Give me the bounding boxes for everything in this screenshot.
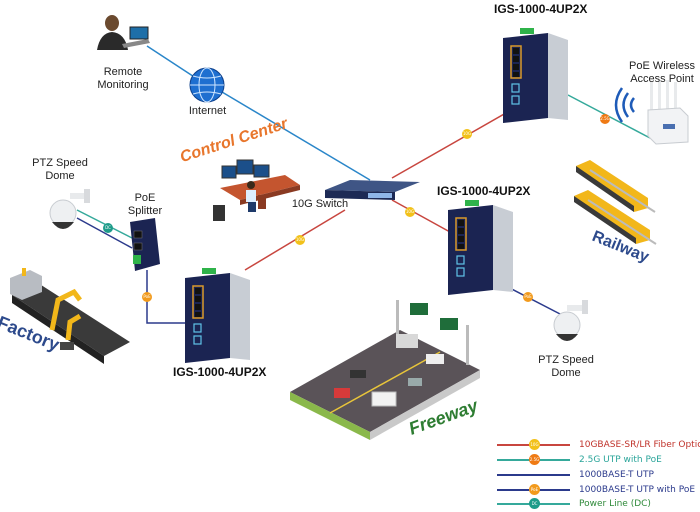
railway-scene-image bbox=[574, 160, 657, 245]
link-splitter-igs-bottom bbox=[146, 270, 185, 324]
igs-middle-device bbox=[448, 200, 513, 295]
igs-bottom-device bbox=[185, 268, 250, 363]
10g-switch-label: 10G Switch bbox=[291, 198, 349, 210]
legend-badge-dc: DC bbox=[529, 498, 540, 509]
igs-top-model-label: IGS-1000-4UP2X bbox=[494, 2, 588, 16]
legend-text-dc: Power Line (DC) bbox=[579, 499, 651, 509]
badge-fiber-switch-igs-bottom: 10G bbox=[295, 235, 305, 245]
ptz-left-label: PTZ Speed Dome bbox=[32, 157, 88, 182]
link-internet-switch bbox=[221, 91, 371, 181]
wifi-signal-icon bbox=[614, 87, 635, 123]
legend-badge-fiber: 10G bbox=[529, 439, 540, 450]
igs-middle-model-label: IGS-1000-4UP2X bbox=[437, 184, 531, 198]
factory-scene-image bbox=[10, 268, 130, 364]
wireless-access-point-device bbox=[647, 80, 689, 145]
10g-switch-device bbox=[325, 180, 420, 200]
badge-fiber-switch-igs-top: 10G bbox=[462, 129, 472, 139]
legend-badge-poe: PoE bbox=[529, 484, 540, 495]
badge-utp25-igs-top-ap: 2.5G bbox=[600, 114, 610, 124]
badge-fiber-switch-igs-middle: 10G bbox=[405, 207, 415, 217]
legend-item-fiber: 10G 10GBASE-SR/LR Fiber Optic bbox=[497, 438, 700, 452]
link-switch-igs-top bbox=[391, 104, 521, 179]
legend-text-fiber: 10GBASE-SR/LR Fiber Optic bbox=[579, 440, 700, 450]
legend-line-utp bbox=[497, 474, 570, 476]
poe-splitter-label: PoE Splitter bbox=[127, 192, 163, 217]
igs-bottom-model-label: IGS-1000-4UP2X bbox=[173, 365, 267, 379]
badge-poe-splitter-igs-bottom: PoE bbox=[142, 292, 152, 302]
igs-top-device bbox=[503, 28, 568, 123]
freeway-scene-image bbox=[290, 300, 480, 440]
internet-globe-icon bbox=[189, 67, 225, 103]
legend-item-utp: 1000BASE-T UTP bbox=[497, 468, 700, 482]
legend-text-utp: 1000BASE-T UTP bbox=[579, 470, 654, 480]
control-center-workstation-icon bbox=[213, 159, 300, 221]
poe-wireless-ap-label: PoE Wireless Access Point bbox=[628, 60, 696, 85]
poe-splitter-device bbox=[130, 218, 160, 271]
legend-item-utp-poe: PoE 1000BASE-T UTP with PoE bbox=[497, 483, 700, 497]
ptz-camera-right-device bbox=[553, 300, 588, 341]
link-switch-igs-middle bbox=[391, 199, 451, 233]
badge-poe-igs-middle-ptz: PoE bbox=[523, 292, 533, 302]
legend-item-dc: DC Power Line (DC) bbox=[497, 497, 700, 511]
remote-monitoring-person-icon bbox=[97, 15, 150, 50]
remote-monitoring-label: Remote Monitoring bbox=[97, 66, 149, 91]
ptz-camera-left-device bbox=[49, 189, 90, 229]
legend-badge-utp25: 2.5G bbox=[529, 454, 540, 465]
internet-label: Internet bbox=[188, 105, 227, 117]
legend-text-utp25: 2.5G UTP with PoE bbox=[579, 455, 662, 465]
badge-dc-ptz-splitter: DC bbox=[103, 223, 113, 233]
legend-item-utp25: 2.5G 2.5G UTP with PoE bbox=[497, 453, 700, 467]
link-ptz-splitter-utp bbox=[76, 217, 133, 249]
ptz-right-label: PTZ Speed Dome bbox=[538, 354, 594, 379]
legend-text-utp-poe: 1000BASE-T UTP with PoE bbox=[579, 485, 696, 495]
